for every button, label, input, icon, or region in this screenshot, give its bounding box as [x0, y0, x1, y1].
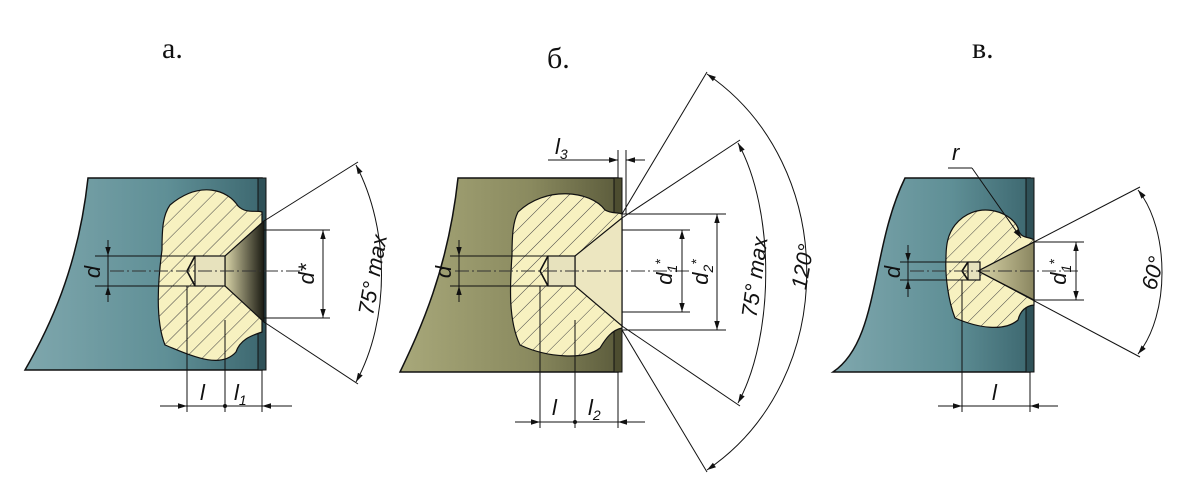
panel-a-dstar-label: d* — [294, 262, 319, 284]
panel-a-d-label: d — [80, 265, 105, 278]
panel-a-l1-label: l1 — [234, 380, 247, 408]
panel-b-d1-label: d1* — [652, 259, 680, 285]
panel-b: б. d l3 d1* d2* 75° max 12 — [398, 42, 819, 473]
panel-b-angle2-label: 120° — [786, 242, 819, 291]
panel-b-l2-label: l2 — [588, 395, 601, 423]
panel-c-label: в. — [972, 32, 994, 65]
panel-b-l3-label: l3 — [555, 134, 568, 162]
panel-a-angle-arc — [355, 164, 382, 383]
panel-c-l-label: l — [992, 380, 998, 405]
panel-b-d2-label: d2* — [688, 259, 716, 285]
panel-c-d-label: d — [880, 265, 905, 278]
panel-a-angle-label: 75° max — [353, 232, 392, 317]
panel-c-d1-label: d1* — [1046, 259, 1074, 285]
panel-b-label: б. — [547, 42, 570, 75]
panel-b-angle2-arc — [706, 73, 808, 471]
panel-a: а. d d* 75° max l l1 — [23, 32, 392, 412]
panel-a-l-label: l — [200, 380, 206, 405]
panel-a-label: а. — [162, 32, 183, 65]
panel-b-angle1-arc — [737, 142, 767, 404]
panel-c: в. d r d1* 60° l — [830, 32, 1169, 412]
panel-b-l-label: l — [552, 395, 558, 420]
panel-b-angle1-label: 75° max — [737, 234, 773, 319]
panel-c-angle-arc — [1137, 189, 1163, 355]
panel-c-angle-label: 60° — [1136, 254, 1169, 293]
panel-c-r-label: r — [952, 140, 961, 165]
panel-b-d-label: d — [431, 265, 456, 278]
